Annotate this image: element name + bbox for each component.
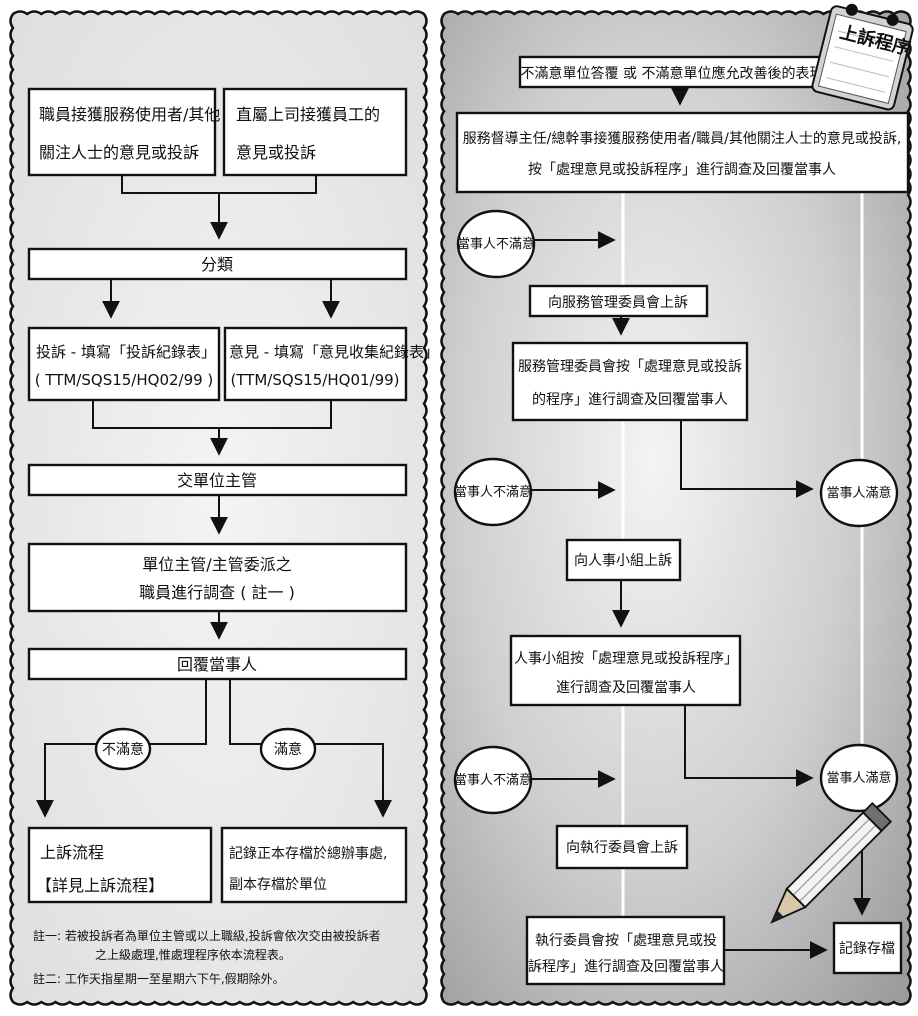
- personnel-handles-box: [509, 634, 742, 707]
- note-1-line2: 之上級處理,惟處理程序依本流程表。: [95, 947, 291, 962]
- appeal-executive-label: 向執行委員會上訴: [566, 840, 678, 856]
- right-panel: 不滿意單位答覆 或 不滿意單位應允改善後的表現 服務督導主任/總幹事接獲服務使用…: [440, 3, 914, 1006]
- service-committee-handles-line1: 服務管理委員會按「處理意見或投訴: [518, 358, 742, 375]
- satisfied-label: 滿意: [274, 741, 302, 758]
- notepad-icon: 上訴程序: [811, 3, 914, 111]
- record-filing-line2: 副本存檔於單位: [229, 877, 327, 893]
- record-file-box: [832, 921, 903, 975]
- top-box: [518, 55, 827, 89]
- note-2: 註二: 工作天指星期一至星期六下午,假期除外。: [33, 971, 285, 986]
- dissatisfied-bubble: [94, 727, 152, 771]
- executive-handles-line2: 訴程序」進行調查及回覆當事人: [528, 959, 724, 975]
- investigation-line1: 單位主管/主管委派之: [142, 555, 291, 574]
- investigation-box: [27, 542, 408, 613]
- satisfied-bubble: [259, 727, 317, 771]
- opinion-form-line2: (TTM/SQS15/HQ01/99): [230, 371, 399, 389]
- staff-receives-box: [27, 87, 217, 177]
- opinion-form-line1: 意見 - 填寫「意見收集紀錄表」: [229, 343, 439, 361]
- record-file-label: 記錄存檔: [839, 940, 895, 957]
- complaint-form-line1: 投訴 - 填寫「投訴紀錄表」: [36, 343, 216, 361]
- supervisor-handles-line2: 按「處理意見或投訴程序」進行調查及回覆當事人: [528, 161, 836, 178]
- personnel-handles-line1: 人事小組按「處理意見或投訴程序」: [514, 650, 738, 667]
- personnel-to-satisfied-arrow: [684, 705, 814, 787]
- supervisor-receives-box: [222, 87, 408, 177]
- hand-to-head-label: 交單位主管: [177, 471, 257, 490]
- note-1-line1: 註一: 若被投訴者為單位主管或以上職級,投訴會依次交由被投訴者: [33, 928, 381, 943]
- party-dissatisfied-bubble-1: [456, 209, 536, 279]
- personnel-handles-line2: 進行調查及回覆當事人: [556, 680, 696, 696]
- investigation-line2: 職員進行調查 ( 註一 ): [139, 583, 295, 602]
- merge-connector: [121, 175, 317, 238]
- appeal-process-box[interactable]: [27, 826, 213, 904]
- record-filing-box: [220, 826, 408, 904]
- party-satisfied-bubble-2: [819, 743, 899, 813]
- classify-label: 分類: [201, 255, 233, 274]
- party-satisfied-bubble-1: [819, 458, 899, 528]
- appeal-personnel-label: 向人事小組上訴: [574, 553, 672, 569]
- service-to-satisfied-arrow: [680, 420, 814, 498]
- dissatisfied-label: 不滿意: [102, 741, 144, 758]
- complaint-form-box: [27, 326, 221, 402]
- appeal-personnel-box: [565, 538, 682, 582]
- appeal-process-title: 上訴流程: [40, 843, 104, 862]
- appeal-service-committee-box: [528, 284, 709, 318]
- party-satisfied-label-1: 當事人滿意: [826, 485, 891, 501]
- supervisor-handles-line1: 服務督導主任/總幹事接獲服務使用者/職員/其他關注人士的意見或投訴,: [463, 130, 902, 147]
- top-label: 不滿意單位答覆 或 不滿意單位應允改善後的表現: [521, 65, 824, 82]
- complaint-form-line2: ( TTM/SQS15/HQ02/99 ): [35, 371, 214, 389]
- appeal-executive-box: [555, 824, 689, 870]
- classify-box: [27, 247, 408, 281]
- left-panel: 職員接獲服務使用者/其他 關注人士的意見或投訴 直屬上司接獲員工的 意見或投訴 …: [9, 10, 439, 1006]
- party-satisfied-label-2: 當事人滿意: [826, 770, 891, 786]
- service-committee-handles-line2: 的程序」進行調查及回覆當事人: [532, 392, 728, 408]
- supervisor-handles-box: [455, 111, 910, 194]
- staff-receives-line1: 職員接獲服務使用者/其他: [39, 105, 220, 124]
- staff-receives-line2: 關注人士的意見或投訴: [39, 143, 199, 162]
- supervisor-receives-line2: 意見或投訴: [236, 143, 316, 162]
- pencil-icon: [770, 801, 893, 924]
- reply-label: 回覆當事人: [177, 655, 257, 674]
- party-dissatisfied-label-2: 當事人不滿意: [454, 484, 532, 500]
- supervisor-receives-line1: 直屬上司接獲員工的: [236, 105, 380, 124]
- service-committee-handles-box: [511, 341, 749, 422]
- appeal-service-committee-label: 向服務管理委員會上訴: [548, 295, 688, 311]
- party-dissatisfied-bubble-2: [453, 457, 533, 527]
- reply-box: [27, 647, 408, 681]
- record-filing-line1: 記錄正本存檔於總辦事處,: [229, 845, 387, 862]
- forms-merge-connector: [92, 400, 332, 454]
- executive-handles-line1: 執行委員會按「處理意見或投: [535, 932, 717, 949]
- appeal-process-link[interactable]: 【詳見上訴流程】: [36, 876, 164, 895]
- party-dissatisfied-label-3: 當事人不滿意: [454, 772, 532, 788]
- hand-to-head-box: [27, 463, 408, 497]
- party-dissatisfied-label-1: 當事人不滿意: [457, 236, 535, 252]
- opinion-form-box: [223, 326, 408, 402]
